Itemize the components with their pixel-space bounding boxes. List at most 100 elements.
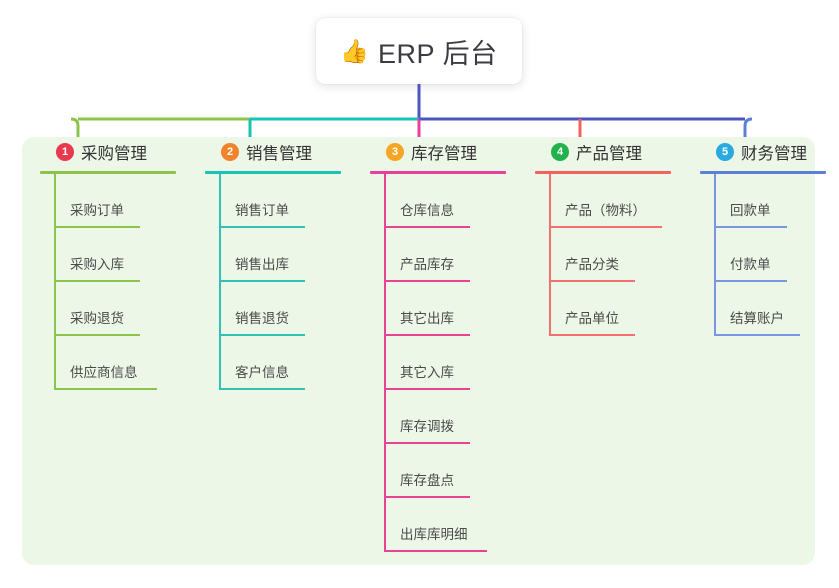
branch-number-badge: 1 xyxy=(56,143,74,161)
branch-header-rule xyxy=(205,171,341,174)
leaf-item[interactable]: 销售订单 xyxy=(205,174,355,228)
leaf-item-label: 产品库存 xyxy=(400,257,454,272)
leaf-item-rule xyxy=(714,334,800,336)
root-node-title: ERP 后台 xyxy=(378,38,498,69)
leaf-item-label: 出库库明细 xyxy=(400,527,468,542)
leaf-item-rule xyxy=(54,388,157,390)
branch-header-rule xyxy=(535,171,671,174)
branch-column-5: 5 财务管理回款单付款单结算账户 xyxy=(700,137,839,336)
leaf-item-label: 采购入库 xyxy=(70,257,124,272)
branch-title: 销售管理 xyxy=(246,145,312,163)
leaf-item[interactable]: 采购入库 xyxy=(40,228,190,282)
branch-column-1: 1 采购管理采购订单采购入库采购退货供应商信息 xyxy=(40,137,190,390)
leaf-item-label: 客户信息 xyxy=(235,365,289,380)
branch-header-rule xyxy=(700,171,826,174)
leaf-item-rule xyxy=(384,496,470,498)
branch-spine xyxy=(219,174,221,390)
branch-number-badge: 4 xyxy=(551,143,569,161)
leaf-item-rule xyxy=(384,388,470,390)
leaf-item[interactable]: 客户信息 xyxy=(205,336,355,390)
leaf-item-rule xyxy=(384,550,487,552)
leaf-item[interactable]: 付款单 xyxy=(700,228,839,282)
leaf-item[interactable]: 产品单位 xyxy=(535,282,685,336)
branch-header-rule xyxy=(370,171,506,174)
leaf-item-label: 产品分类 xyxy=(565,257,619,272)
leaf-item-label: 销售退货 xyxy=(235,311,289,326)
leaf-item-rule xyxy=(219,334,305,336)
branch-item-list: 回款单付款单结算账户 xyxy=(700,174,839,336)
leaf-item[interactable]: 销售退货 xyxy=(205,282,355,336)
leaf-item[interactable]: 采购订单 xyxy=(40,174,190,228)
leaf-item-rule xyxy=(549,334,635,336)
leaf-item-rule xyxy=(714,226,787,228)
leaf-item-label: 仓库信息 xyxy=(400,203,454,218)
leaf-item-label: 产品（物料） xyxy=(565,203,646,218)
leaf-item-label: 其它出库 xyxy=(400,311,454,326)
leaf-item-label: 销售订单 xyxy=(235,203,289,218)
leaf-item-rule xyxy=(384,334,470,336)
branch-title: 采购管理 xyxy=(81,145,147,163)
leaf-item-rule xyxy=(384,442,470,444)
leaf-item-rule xyxy=(714,280,787,282)
branch-header-3[interactable]: 3 库存管理 xyxy=(370,137,520,167)
mindmap-panel: 1 采购管理采购订单采购入库采购退货供应商信息 2 销售管理销售订单销售出库销售退货客… xyxy=(22,137,826,565)
branch-header-rule xyxy=(40,171,176,174)
leaf-item[interactable]: 其它出库 xyxy=(370,282,520,336)
leaf-item-label: 其它入库 xyxy=(400,365,454,380)
leaf-item-label: 供应商信息 xyxy=(70,365,138,380)
leaf-item-label: 销售出库 xyxy=(235,257,289,272)
leaf-item-rule xyxy=(384,280,470,282)
branch-title: 库存管理 xyxy=(411,145,477,163)
branch-column-4: 4 产品管理产品（物料） 产品分类产品单位 xyxy=(535,137,685,336)
leaf-item[interactable]: 产品库存 xyxy=(370,228,520,282)
branch-spine xyxy=(54,174,56,390)
leaf-item-label: 产品单位 xyxy=(565,311,619,326)
branch-item-list: 采购订单采购入库采购退货供应商信息 xyxy=(40,174,190,390)
branch-number-badge: 3 xyxy=(386,143,404,161)
branch-header-5[interactable]: 5 财务管理 xyxy=(700,137,839,167)
leaf-item-rule xyxy=(549,226,662,228)
branch-number-badge: 2 xyxy=(221,143,239,161)
branch-title: 财务管理 xyxy=(741,145,807,163)
leaf-item[interactable]: 其它入库 xyxy=(370,336,520,390)
branch-number-badge: 5 xyxy=(716,143,734,161)
branch-header-4[interactable]: 4 产品管理 xyxy=(535,137,685,167)
leaf-item-label: 库存盘点 xyxy=(400,473,454,488)
leaf-item-rule xyxy=(219,388,305,390)
leaf-item[interactable]: 供应商信息 xyxy=(40,336,190,390)
branch-spine xyxy=(549,174,551,336)
leaf-item-label: 采购退货 xyxy=(70,311,124,326)
leaf-item-rule xyxy=(384,226,470,228)
branch-item-list: 销售订单销售出库销售退货客户信息 xyxy=(205,174,355,390)
leaf-item[interactable]: 库存调拨 xyxy=(370,390,520,444)
branch-item-list: 仓库信息产品库存其它出库其它入库库存调拨库存盘点出库库明细 xyxy=(370,174,520,552)
branch-spine xyxy=(384,174,386,552)
leaf-item[interactable]: 仓库信息 xyxy=(370,174,520,228)
branch-title: 产品管理 xyxy=(576,145,642,163)
leaf-item[interactable]: 出库库明细 xyxy=(370,498,520,552)
thumbs-up-icon: 👍 xyxy=(340,37,370,64)
leaf-item[interactable]: 销售出库 xyxy=(205,228,355,282)
branch-drop-5 xyxy=(743,117,753,137)
leaf-item-rule xyxy=(549,280,635,282)
branch-header-1[interactable]: 1 采购管理 xyxy=(40,137,190,167)
branch-header-2[interactable]: 2 销售管理 xyxy=(205,137,355,167)
branch-column-2: 2 销售管理销售订单销售出库销售退货客户信息 xyxy=(205,137,355,390)
leaf-item[interactable]: 产品分类 xyxy=(535,228,685,282)
leaf-item-label: 采购订单 xyxy=(70,203,124,218)
branch-item-list: 产品（物料） 产品分类产品单位 xyxy=(535,174,685,336)
leaf-item[interactable]: 结算账户 xyxy=(700,282,839,336)
leaf-item-label: 回款单 xyxy=(730,203,771,218)
branch-drop-1 xyxy=(70,117,80,137)
leaf-item-rule xyxy=(54,226,140,228)
branch-column-3: 3 库存管理仓库信息产品库存其它出库其它入库库存调拨库存盘点出库库明细 xyxy=(370,137,520,552)
leaf-item-rule xyxy=(219,226,305,228)
leaf-item-rule xyxy=(219,280,305,282)
leaf-item[interactable]: 产品（物料） xyxy=(535,174,685,228)
root-node-card[interactable]: 👍 ERP 后台 xyxy=(316,18,522,84)
leaf-item[interactable]: 回款单 xyxy=(700,174,839,228)
leaf-item-label: 库存调拨 xyxy=(400,419,454,434)
leaf-item-label: 结算账户 xyxy=(730,311,784,326)
leaf-item[interactable]: 库存盘点 xyxy=(370,444,520,498)
leaf-item[interactable]: 采购退货 xyxy=(40,282,190,336)
